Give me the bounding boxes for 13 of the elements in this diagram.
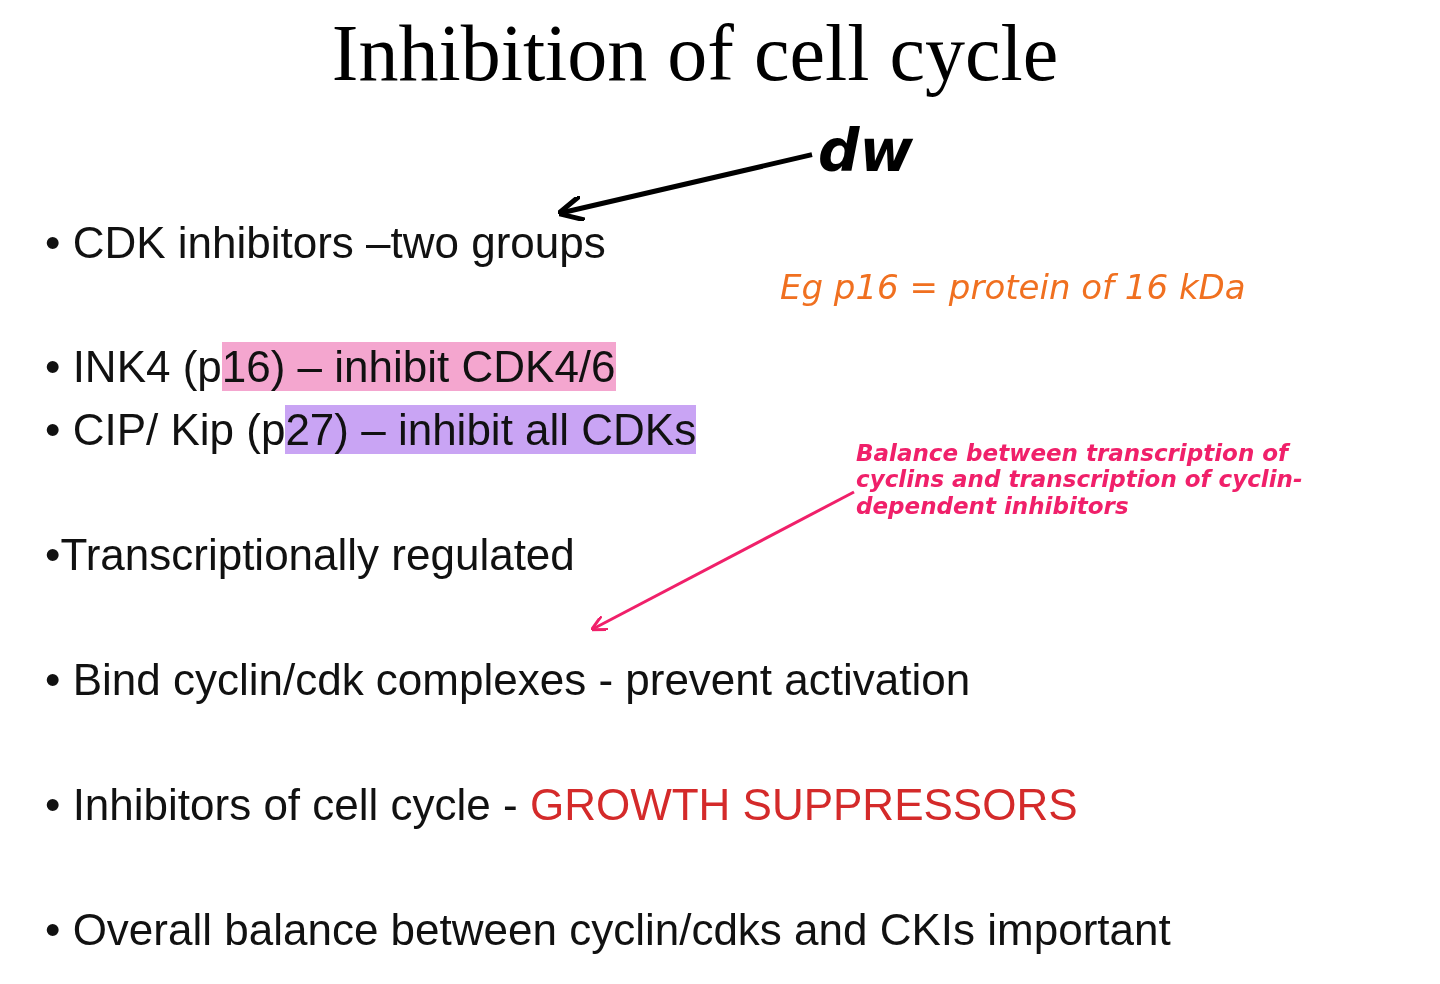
bullet-point-text: • Overall balance between cyclin/cdks and CKIs important xyxy=(45,904,1171,956)
handwritten-note: dw xyxy=(818,118,914,185)
handwritten-note: Balance between transcription of cyclins and transcription of cyclin-dependent inhibitors xyxy=(856,440,1376,520)
bullet-point-text: • CDK inhibitors –two groups xyxy=(45,217,606,269)
arrow xyxy=(555,152,813,223)
handwritten-note: Eg p16 = protein of 16 kDa xyxy=(780,268,1246,308)
bullet-point-text: •Transcriptionally regulated xyxy=(45,529,575,581)
bullet-point-text: • INK4 (p16) – inhibit CDK4/6 xyxy=(45,341,616,393)
bullet-point-text: • Inhibitors of cell cycle - GROWTH SUPPRESSORS xyxy=(45,779,1078,831)
arrow xyxy=(590,490,855,632)
bullet-point-text: • CIP/ Kip (p27) – inhibit all CDKs xyxy=(45,404,697,456)
slide-title: Inhibition of cell cycle xyxy=(330,8,1060,99)
bullet-point-text: • Bind cyclin/cdk complexes - prevent activation xyxy=(45,654,971,706)
